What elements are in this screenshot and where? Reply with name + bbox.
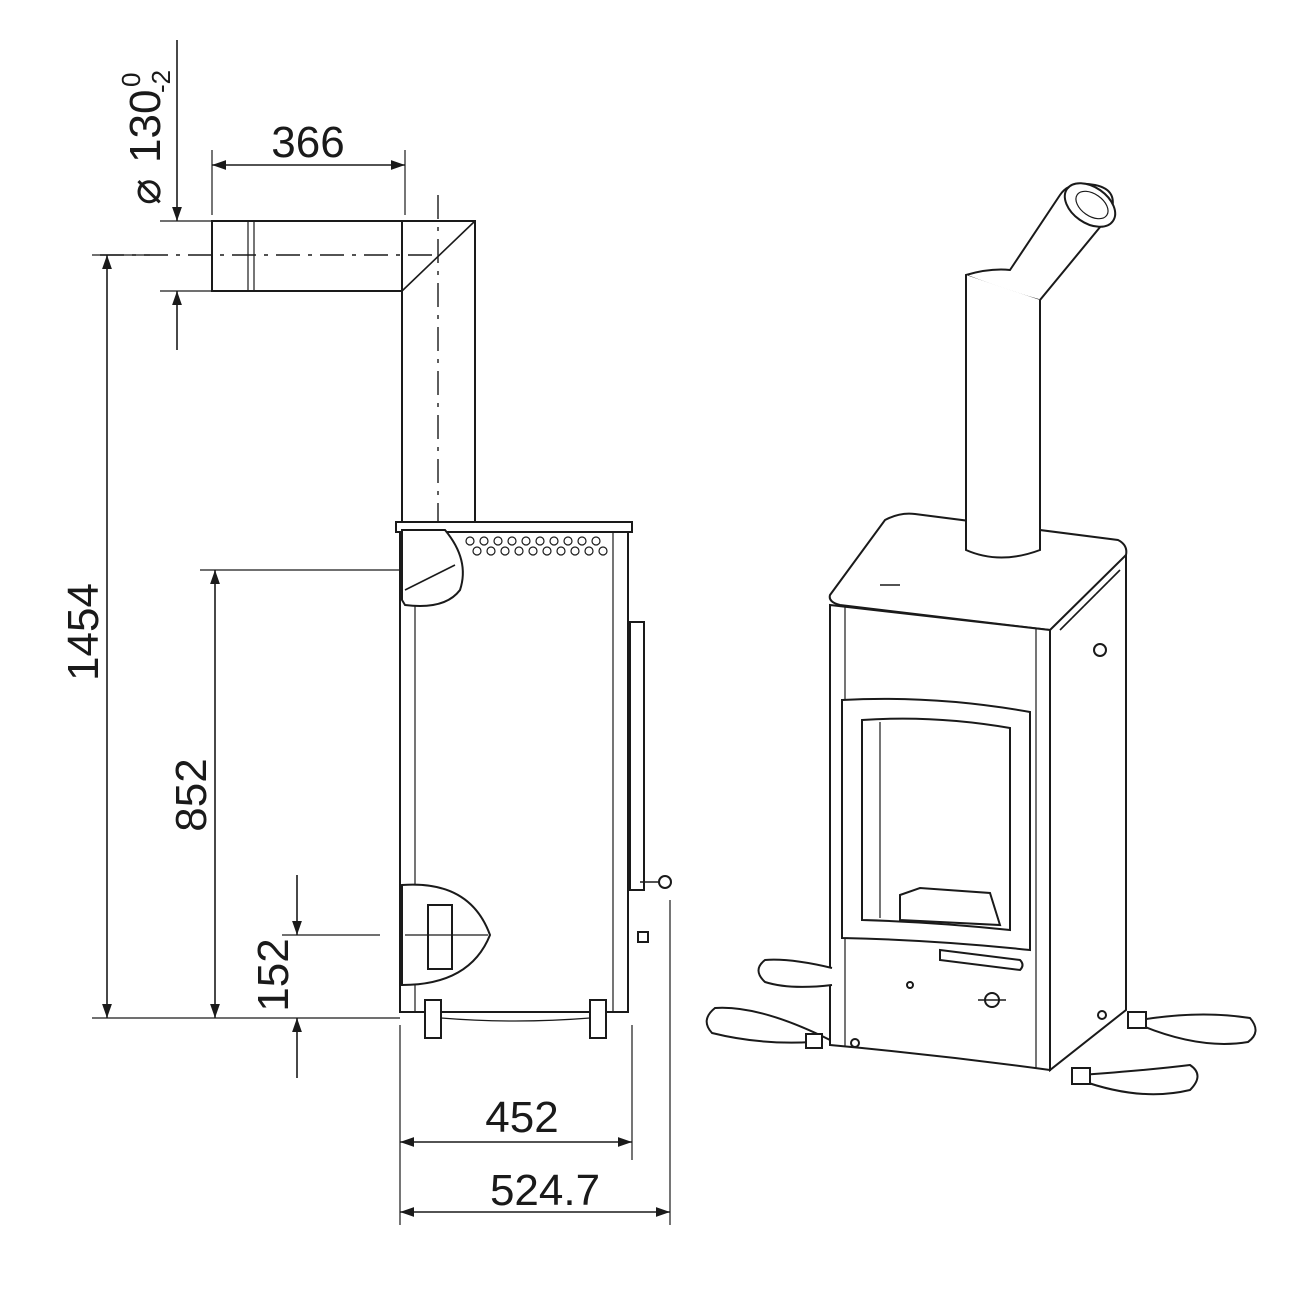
dim-total-depth: 524.7 — [490, 1166, 600, 1215]
iso-grate — [899, 886, 1002, 927]
diameter-symbol: ⌀ — [121, 179, 170, 206]
vent-holes — [465, 536, 608, 556]
iso-vent-row — [1059, 569, 1121, 631]
iso-door-handle — [939, 948, 1024, 972]
dim-flue-outlet-height: 852 — [167, 758, 216, 831]
iso-strap-front-right — [1079, 1063, 1199, 1096]
dim-flue-offset: 366 — [271, 118, 344, 167]
flue-pipe-horizontal — [211, 220, 403, 292]
side-view — [100, 195, 672, 1039]
stove-body-side — [399, 529, 629, 1013]
iso-door-glass — [861, 717, 1011, 932]
isometric-view — [705, 182, 1257, 1096]
dimension-lines — [92, 40, 671, 1225]
iso-strap-front-left — [705, 1006, 831, 1044]
dim-air-inlet-height: 152 — [249, 938, 298, 1011]
iso-strap-back-left — [757, 958, 833, 988]
iso-strap-back-right — [1139, 1013, 1257, 1045]
flue-outlet-collar — [401, 529, 464, 607]
foot-right — [589, 999, 607, 1039]
door-handle — [658, 875, 672, 889]
foot-left — [424, 999, 442, 1039]
door-glass-profile — [629, 621, 645, 891]
dim-total-height: 1454 — [59, 583, 108, 681]
diameter-lower-tol: -2 — [146, 70, 176, 93]
dim-flue-diameter: ⌀ 130 0 -2 — [116, 70, 176, 205]
diameter-upper-tol: 0 — [116, 73, 146, 87]
stove-top-plate — [395, 521, 633, 533]
diameter-value: 130 — [121, 90, 170, 163]
dim-body-depth: 452 — [485, 1093, 558, 1142]
iso-side-face — [1049, 552, 1127, 1073]
